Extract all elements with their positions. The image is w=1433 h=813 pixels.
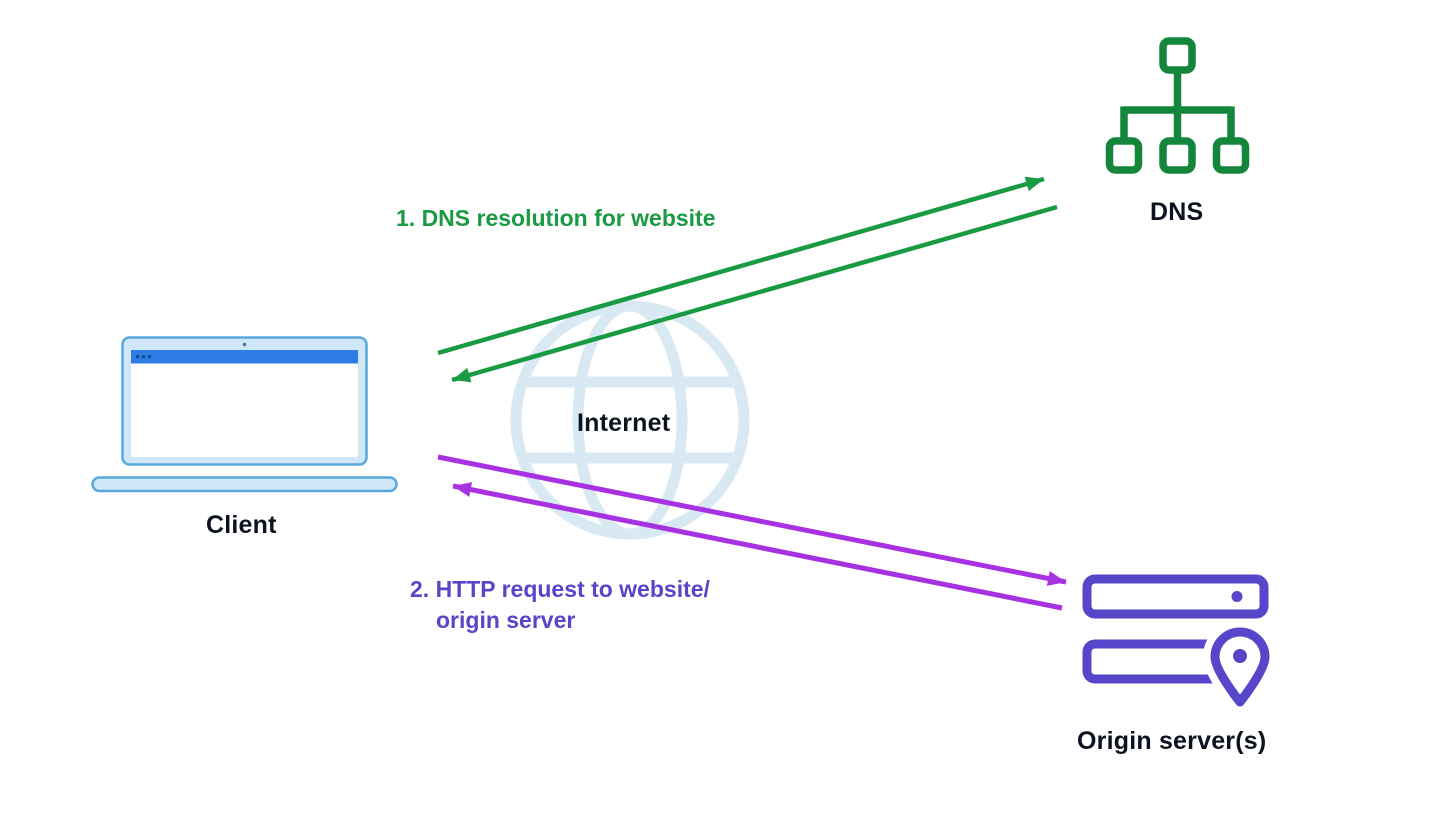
laptop-icon [91,336,398,493]
dns-request-arrow [437,176,1045,356]
laptop-camera-dot [242,342,247,347]
step1-dns-resolution-label: 1. DNS resolution for website [396,205,716,231]
dns-response-arrow [451,204,1058,383]
laptop-base [91,476,398,493]
location-pin-icon [1210,627,1270,707]
laptop-titlebar [131,350,358,364]
step2-line1: 2. HTTP request to website/ [410,576,710,602]
step2-line2: origin server [436,607,576,633]
http-request-arrow [437,454,1067,586]
globe-icon [510,300,750,540]
client-label: Client [206,511,277,539]
laptop-screen [131,363,358,457]
dns-label: DNS [1150,198,1204,226]
origin-server-label: Origin server(s) [1077,727,1267,755]
dns-tree-icon [1105,37,1250,174]
http-response-arrow [452,482,1063,611]
step2-http-request-label: 2. HTTP request to website/ origin serve… [410,574,710,636]
origin-server-icon [1082,574,1277,714]
internet-label: Internet [577,409,671,437]
